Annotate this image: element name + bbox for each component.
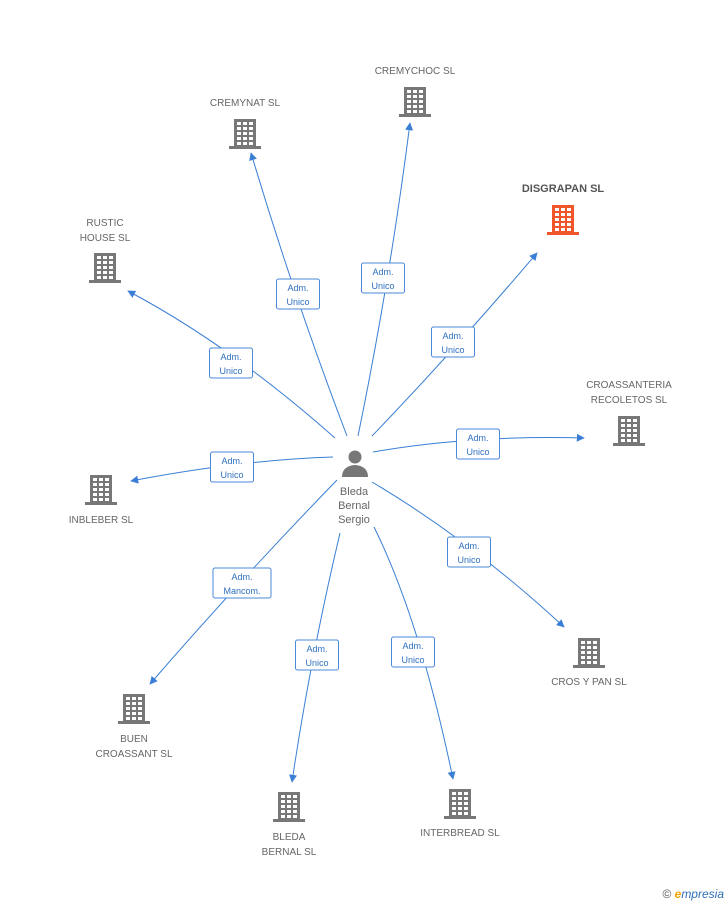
footer-brand[interactable]: © empresia <box>662 887 724 901</box>
company-node-bleda[interactable]: BLEDA BERNAL SL <box>262 792 317 858</box>
company-node-croassanteria[interactable]: CROASSANTERIA RECOLETOS SL <box>586 380 672 446</box>
role-badge-crosypan[interactable]: Adm. Unico <box>447 536 491 568</box>
role-text-rustic-2: Unico <box>219 366 242 376</box>
company-label-rustic-1: RUSTIC <box>86 218 123 229</box>
role-text-crosypan-2: Unico <box>457 555 480 565</box>
role-text-inbleber-1: Adm. <box>221 456 242 466</box>
role-badge-inbleber[interactable]: Adm. Unico <box>210 451 254 483</box>
brand-logo: empresia <box>674 887 724 901</box>
role-text-interbread-1: Adm. <box>402 641 423 651</box>
company-node-disgrapan[interactable]: DISGRAPAN SL <box>522 183 605 235</box>
building-icon <box>399 87 431 117</box>
building-icon <box>613 416 645 446</box>
role-text-disgrapan-2: Unico <box>441 345 464 355</box>
role-text-croassanteria-2: Unico <box>466 447 489 457</box>
company-label-croassanteria-2: RECOLETOS SL <box>591 395 668 406</box>
role-badge-disgrapan[interactable]: Adm. Unico <box>431 326 475 358</box>
company-node-buen[interactable]: BUEN CROASSANT SL <box>95 694 173 760</box>
building-icon <box>118 694 150 724</box>
company-label-buen-2: CROASSANT SL <box>95 749 172 760</box>
role-text-croassanteria-1: Adm. <box>467 433 488 443</box>
company-node-interbread[interactable]: INTERBREAD SL <box>420 789 500 839</box>
role-badge-cremychoc[interactable]: Adm. Unico <box>361 262 405 294</box>
company-label-interbread-1: INTERBREAD SL <box>420 828 500 839</box>
company-label-bleda-1: BLEDA <box>273 832 306 843</box>
building-icon <box>89 253 121 283</box>
role-text-cremynat-2: Unico <box>286 297 309 307</box>
role-text-cremynat-1: Adm. <box>287 283 308 293</box>
center-name-line-2: Bernal <box>338 500 370 512</box>
company-label-buen-1: BUEN <box>120 734 148 745</box>
company-label-disgrapan-1: DISGRAPAN SL <box>522 183 605 195</box>
role-badge-rustic[interactable]: Adm. Unico <box>209 347 253 379</box>
role-text-buen-2: Mancom. <box>223 586 260 596</box>
company-label-rustic-2: HOUSE SL <box>80 233 131 244</box>
role-badge-cremynat[interactable]: Adm. Unico <box>276 278 320 310</box>
role-text-interbread-2: Unico <box>401 655 424 665</box>
building-icon <box>573 638 605 668</box>
role-text-crosypan-1: Adm. <box>458 541 479 551</box>
role-text-bleda-2: Unico <box>305 658 328 668</box>
nodes-layer: CREMYNAT SL CREMYCHOC SL DISGRAPAN SL RUSTI… <box>69 66 672 858</box>
center-node[interactable]: Bleda Bernal Sergio <box>338 450 370 527</box>
role-text-cremychoc-2: Unico <box>371 281 394 291</box>
person-icon <box>342 450 368 477</box>
role-badge-bleda[interactable]: Adm. Unico <box>295 639 339 671</box>
building-icon <box>229 119 261 149</box>
company-label-crosypan-1: CROS Y PAN SL <box>551 677 627 688</box>
company-node-cremychoc[interactable]: CREMYCHOC SL <box>375 66 456 117</box>
copyright-symbol: © <box>662 887 672 901</box>
company-label-croassanteria-1: CROASSANTERIA <box>586 380 672 391</box>
role-badge-interbread[interactable]: Adm. Unico <box>391 636 435 668</box>
role-badge-buen[interactable]: Adm. Mancom. <box>212 567 272 599</box>
company-node-inbleber[interactable]: INBLEBER SL <box>69 475 134 526</box>
role-text-rustic-1: Adm. <box>220 352 241 362</box>
building-icon <box>547 205 579 235</box>
center-name-line-3: Sergio <box>338 514 370 526</box>
role-text-disgrapan-1: Adm. <box>442 331 463 341</box>
role-badge-croassanteria[interactable]: Adm. Unico <box>456 428 500 460</box>
building-icon <box>444 789 476 819</box>
company-label-inbleber-1: INBLEBER SL <box>69 515 134 526</box>
role-text-cremychoc-1: Adm. <box>372 267 393 277</box>
building-icon <box>85 475 117 505</box>
company-node-rustic[interactable]: RUSTIC HOUSE SL <box>80 218 131 283</box>
company-label-bleda-2: BERNAL SL <box>262 847 317 858</box>
company-label-cremynat-1: CREMYNAT SL <box>210 98 281 109</box>
company-node-cremynat[interactable]: CREMYNAT SL <box>210 98 281 149</box>
building-icon <box>273 792 305 822</box>
role-text-bleda-1: Adm. <box>306 644 327 654</box>
company-label-cremychoc-1: CREMYCHOC SL <box>375 66 456 77</box>
role-text-inbleber-2: Unico <box>220 470 243 480</box>
edges-layer: Adm.UnicoAdm.UnicoAdm.UnicoAdm.UnicoAdm.… <box>127 122 585 783</box>
company-node-crosypan[interactable]: CROS Y PAN SL <box>551 638 627 688</box>
center-name-line-1: Bleda <box>340 486 369 498</box>
role-text-buen-1: Adm. <box>231 572 252 582</box>
